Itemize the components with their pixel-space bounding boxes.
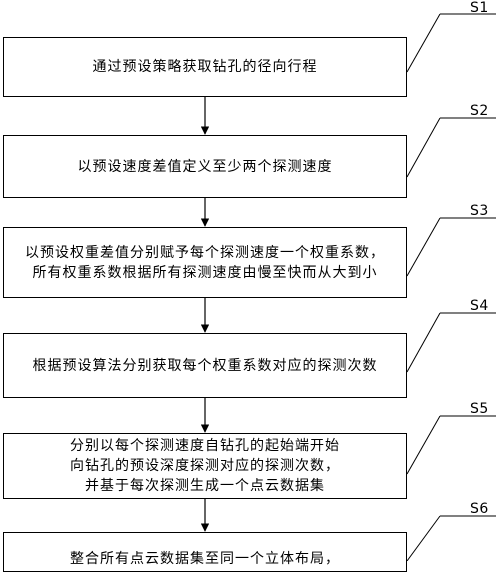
step-s5-text-line-2: 向钻孔的预设深度探测对应的探测次数，	[70, 458, 340, 474]
step-s3-label: S3	[470, 203, 489, 219]
step-s3-text-line-1: 以预设权重差值分别赋予每个探测速度一个权重系数，	[25, 244, 385, 261]
step-s4-box: 根据预设算法分别获取每个权重系数对应的探测次数	[3, 333, 407, 398]
leader-s1	[406, 13, 441, 73]
step-s5-text-line-1: 分别以每个探测速度自钻孔的起始端开始	[70, 438, 340, 454]
step-s3-text-line-2: 所有权重系数根据所有探测速度由慢至快而从大到小	[32, 264, 378, 281]
step-s1-label: S1	[470, 0, 489, 16]
leader-s4	[406, 312, 441, 373]
step-s6-box: 整合所有点云数据集至同一个立体布局，	[3, 532, 407, 572]
leader-s6	[406, 515, 441, 561]
step-s4-label: S4	[470, 298, 489, 314]
step-s2-box: 以预设速度差值定义至少两个探测速度	[3, 135, 407, 198]
step-s5-label: S5	[470, 401, 489, 417]
step-s1-text-line-1: 通过预设策略获取钻孔的径向行程	[92, 59, 318, 75]
step-s6-text-line-1: 整合所有点云数据集至同一个立体布局，	[70, 551, 340, 567]
step-s5-text-line-3: 并基于每次探测生成一个点云数据集	[85, 478, 325, 494]
step-s2-text-line-1: 以预设速度差值定义至少两个探测速度	[77, 158, 333, 175]
step-s6-label: S6	[470, 501, 489, 517]
step-s1-box: 通过预设策略获取钻孔的径向行程	[3, 37, 407, 97]
step-s5-box: 分别以每个探测速度自钻孔的起始端开始 向钻孔的预设深度探测对应的探测次数， 并基…	[3, 433, 407, 499]
leader-s5	[406, 415, 441, 475]
step-s2-label: S2	[470, 103, 489, 119]
leader-s3	[406, 217, 441, 277]
leader-s2	[406, 117, 441, 178]
step-s4-text-line-1: 根据预设算法分别获取每个权重系数对应的探测次数	[32, 357, 378, 374]
step-s3-box: 以预设权重差值分别赋予每个探测速度一个权重系数， 所有权重系数根据所有探测速度由…	[3, 227, 407, 298]
